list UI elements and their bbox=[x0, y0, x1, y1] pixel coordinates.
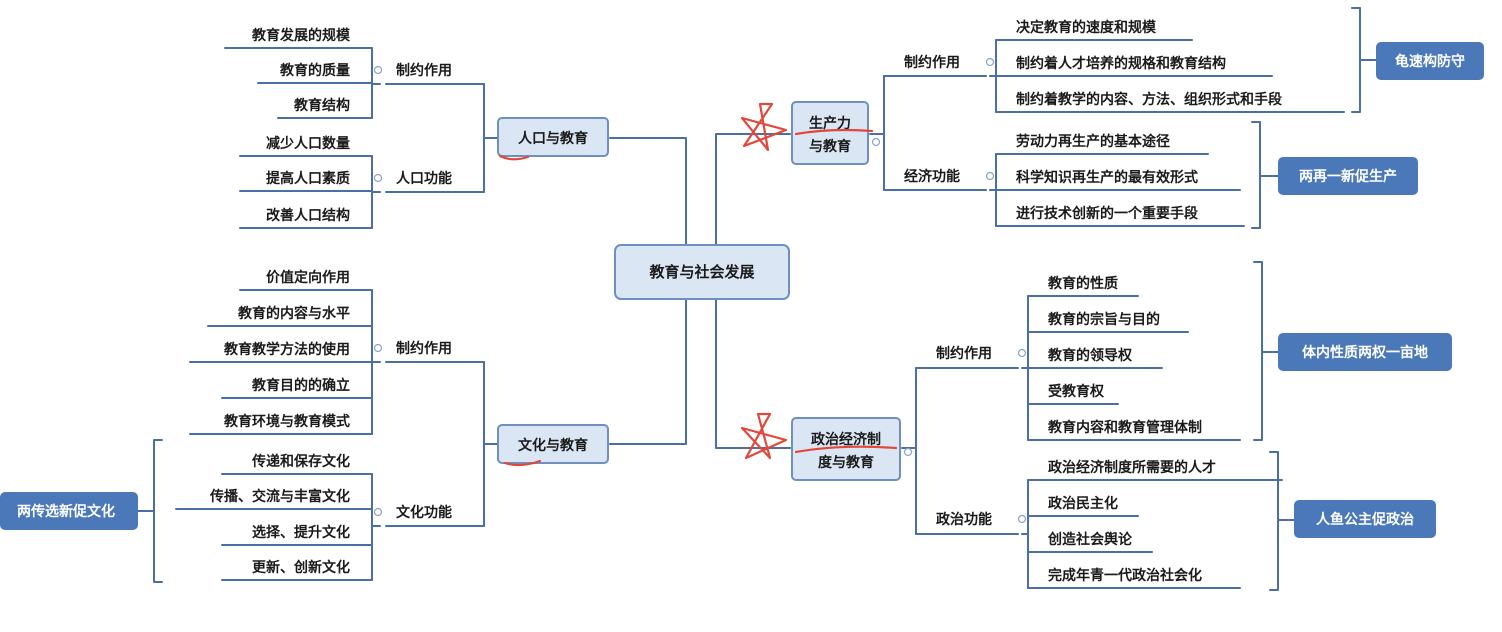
leaf-item: 教育内容和教育管理体制 bbox=[1048, 419, 1202, 436]
bracket-productivity-2 bbox=[1251, 121, 1279, 229]
connector-central-politics bbox=[715, 295, 791, 449]
leaf-item: 教育的领导权 bbox=[1048, 347, 1133, 364]
group-label-politics-2: 政治功能 bbox=[936, 511, 992, 528]
connector-central-productivity bbox=[715, 133, 791, 249]
summary-culture: 两传选新促文化 bbox=[17, 503, 115, 520]
central-topic: 教育与社会发展 bbox=[648, 263, 754, 281]
summary-box-politics-2[interactable] bbox=[1294, 500, 1436, 538]
leaf-item: 教育教学方法的使用 bbox=[224, 341, 350, 358]
leaf-item: 科学知识再生产的最有效形式 bbox=[1016, 169, 1198, 186]
summary-box-culture[interactable] bbox=[0, 492, 138, 530]
group-label-productivity-1: 制约作用 bbox=[904, 54, 960, 71]
connector-population-g2-items bbox=[371, 155, 381, 229]
summary-box-politics-1[interactable] bbox=[1278, 333, 1452, 371]
star-annotation-icon bbox=[740, 412, 788, 460]
collapse-dot-icon[interactable] bbox=[985, 171, 995, 181]
leaf-item: 教育目的的确立 bbox=[252, 377, 350, 394]
connector-culture-groups bbox=[483, 361, 499, 527]
leaf-item: 教育的质量 bbox=[280, 62, 350, 79]
leaf-item: 教育发展的规模 bbox=[252, 27, 351, 44]
collapse-dot-icon[interactable] bbox=[1017, 348, 1027, 358]
leaf-item: 政治民主化 bbox=[1048, 495, 1118, 512]
summary-productivity-2: 两再一新促生产 bbox=[1299, 168, 1397, 185]
connector-culture-g2-items bbox=[371, 473, 381, 581]
summary-productivity-1: 龟速构防守 bbox=[1395, 53, 1465, 70]
collapse-dot-icon[interactable] bbox=[871, 137, 881, 147]
leaf-item: 制约着人才培养的规格和教育结构 bbox=[1016, 55, 1226, 72]
branch-population-label: 人口与教育 bbox=[518, 130, 588, 147]
group-label-culture-2: 文化功能 bbox=[396, 504, 452, 521]
star-annotation-icon bbox=[740, 102, 788, 152]
leaf-item: 价值定向作用 bbox=[266, 269, 350, 286]
leaf-item: 教育的性质 bbox=[1048, 275, 1118, 292]
bracket-productivity-1 bbox=[1351, 7, 1377, 113]
connector-politics-groups bbox=[901, 367, 917, 535]
leaf-item: 提高人口素质 bbox=[266, 170, 350, 187]
central-topic-box[interactable] bbox=[614, 244, 790, 300]
underline-annotation bbox=[503, 459, 542, 467]
group-label-politics-1: 制约作用 bbox=[936, 345, 992, 362]
connector-central-population bbox=[609, 137, 687, 249]
collapse-dot-icon[interactable] bbox=[373, 65, 383, 75]
connector-politics-g2-items bbox=[1021, 479, 1029, 589]
leaf-item: 减少人口数量 bbox=[266, 135, 350, 152]
branch-politics-line1: 政治经济制 bbox=[811, 431, 881, 448]
connector-population-groups bbox=[483, 83, 499, 193]
branch-population-box[interactable] bbox=[497, 117, 609, 157]
underline-annotation bbox=[794, 128, 874, 136]
bracket-culture bbox=[137, 439, 163, 583]
connector-productivity-groups bbox=[869, 75, 885, 191]
bracket-politics-2 bbox=[1269, 451, 1295, 591]
connector-central-culture bbox=[609, 295, 687, 445]
collapse-dot-icon[interactable] bbox=[1017, 514, 1027, 524]
group-label-productivity-2: 经济功能 bbox=[904, 168, 960, 185]
collapse-dot-icon[interactable] bbox=[903, 447, 913, 457]
collapse-dot-icon[interactable] bbox=[373, 507, 383, 517]
connector-population-g1-items bbox=[371, 47, 381, 119]
leaf-item: 选择、提升文化 bbox=[252, 524, 350, 541]
underline-annotation bbox=[498, 154, 530, 161]
collapse-dot-icon[interactable] bbox=[373, 173, 383, 183]
group-label-population-2: 人口功能 bbox=[396, 170, 452, 187]
leaf-item: 制约着教学的内容、方法、组织形式和手段 bbox=[1016, 91, 1282, 108]
group-label-population-1: 制约作用 bbox=[396, 62, 452, 79]
leaf-item: 教育的宗旨与目的 bbox=[1048, 311, 1160, 328]
leaf-item: 教育结构 bbox=[294, 97, 350, 114]
leaf-item: 完成年青一代政治社会化 bbox=[1048, 567, 1202, 584]
branch-politics-box[interactable] bbox=[791, 417, 901, 481]
leaf-item: 受教育权 bbox=[1048, 383, 1105, 400]
leaf-item: 创造社会舆论 bbox=[1047, 531, 1133, 548]
underline-annotation bbox=[794, 445, 898, 454]
leaf-item: 传播、交流与丰富文化 bbox=[209, 488, 350, 505]
summary-box-productivity-1[interactable] bbox=[1376, 42, 1484, 80]
leaf-item: 教育环境与教育模式 bbox=[224, 413, 350, 430]
summary-box-productivity-2[interactable] bbox=[1278, 157, 1418, 195]
summary-politics-2: 人鱼公主促政治 bbox=[1316, 511, 1414, 528]
branch-productivity-box[interactable] bbox=[791, 101, 869, 165]
leaf-item: 决定教育的速度和规模 bbox=[1016, 19, 1157, 36]
leaf-item: 更新、创新文化 bbox=[252, 559, 350, 576]
bracket-politics-1 bbox=[1253, 261, 1279, 441]
branch-productivity-line1: 生产力 bbox=[809, 115, 851, 132]
summary-politics-1: 体内性质两权一亩地 bbox=[1302, 344, 1428, 361]
branch-culture-label: 文化与教育 bbox=[518, 437, 588, 454]
leaf-item: 劳动力再生产的基本途径 bbox=[1016, 133, 1170, 150]
branch-politics-line2: 度与教育 bbox=[818, 454, 874, 471]
collapse-dot-icon[interactable] bbox=[373, 343, 383, 353]
collapse-dot-icon[interactable] bbox=[985, 57, 995, 67]
branch-productivity-line2: 与教育 bbox=[809, 138, 851, 155]
branch-culture-box[interactable] bbox=[497, 424, 609, 464]
leaf-item: 传递和保存文化 bbox=[251, 453, 350, 470]
connector-culture-g1-items bbox=[371, 289, 381, 435]
leaf-item: 政治经济制度所需要的人才 bbox=[1048, 459, 1216, 476]
group-label-culture-1: 制约作用 bbox=[396, 340, 452, 357]
leaf-item: 进行技术创新的一个重要手段 bbox=[1016, 205, 1198, 222]
leaf-item: 改善人口结构 bbox=[266, 207, 350, 224]
leaf-item: 教育的内容与水平 bbox=[238, 305, 350, 322]
